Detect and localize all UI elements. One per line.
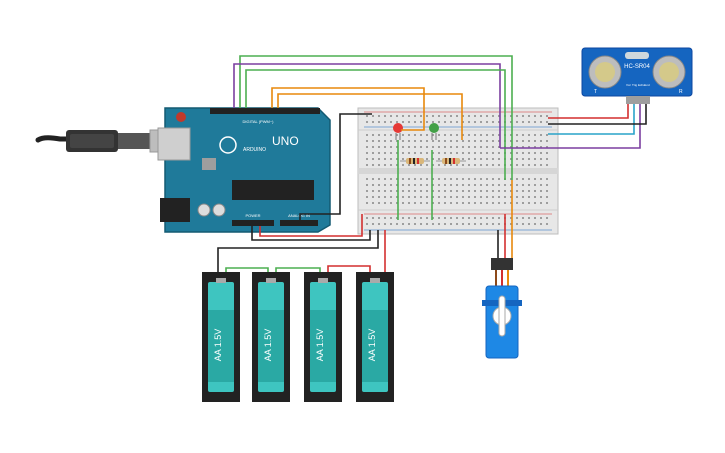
wire-red-5v <box>259 214 363 237</box>
wire-purple-echo <box>500 104 641 149</box>
servo-connector <box>491 258 513 270</box>
resistor-1[interactable] <box>400 158 430 164</box>
servo-motor <box>482 258 522 359</box>
battery-4: AA 1.5V <box>356 272 394 402</box>
sensor-mark-r: R <box>679 89 683 95</box>
reset-button[interactable] <box>176 112 186 122</box>
breadboard <box>357 107 559 235</box>
wire-green-batt-2-3 <box>275 267 321 272</box>
digital-header <box>210 108 320 114</box>
sensor-pin-echo: Echo <box>638 83 645 87</box>
wire-black-battery <box>217 230 379 272</box>
board-brand: UNO <box>272 134 299 148</box>
arduino-logo <box>219 136 237 154</box>
sensor-mark-t: T <box>594 89 597 95</box>
wires <box>217 55 647 272</box>
sensor-model: HC-SR04 <box>624 64 650 70</box>
power-jack <box>160 198 190 222</box>
power-header-label: POWER <box>245 213 260 218</box>
battery-3: AA 1.5V <box>304 272 342 402</box>
analog-header <box>280 220 318 226</box>
battery-2: AA 1.5V <box>252 272 290 402</box>
battery-label: AA 1.5V <box>367 329 377 362</box>
wire-orange-led2 <box>277 93 463 140</box>
green-led[interactable] <box>429 123 439 140</box>
battery-pack: AA 1.5V AA 1.5V AA 1.5V AA 1.5V <box>202 272 394 402</box>
arduino-uno-board: DIGITAL (PWM~) ARDUINO UNO POWER ANALOG … <box>157 107 331 233</box>
red-led[interactable] <box>393 123 403 140</box>
crystal <box>202 158 216 170</box>
wire-red-vcc <box>548 104 629 119</box>
power-header <box>232 220 274 226</box>
battery-label: AA 1.5V <box>263 329 273 362</box>
wire-black-gnd-board <box>299 113 372 226</box>
wire-green-echo <box>239 55 513 180</box>
wire-green-batt-1-2 <box>225 267 269 272</box>
hc-sr04-sensor: HC-SR04 T R Vcc Trig Echo Gnd <box>581 47 693 104</box>
wire-cyan-trig <box>548 104 635 135</box>
wire-black-gnd-2 <box>251 226 371 241</box>
breadboard-holes <box>366 115 548 225</box>
wire-red-batt-3-4 <box>327 265 371 272</box>
usb-jack <box>157 127 191 161</box>
resistor-2[interactable] <box>436 158 466 164</box>
battery-label: AA 1.5V <box>315 329 325 362</box>
atmega-chip <box>232 180 314 200</box>
sensor-pin-vcc: Vcc <box>626 83 632 87</box>
sensor-pin-trig: Trig <box>632 83 637 87</box>
sensor-pin-gnd: Gnd <box>644 83 650 87</box>
analog-header-label: ANALOG IN <box>288 213 310 218</box>
wire-green-servo <box>245 69 506 180</box>
wire-purple-trig <box>233 63 501 148</box>
battery-1: AA 1.5V <box>202 272 240 402</box>
battery-label: AA 1.5V <box>213 329 223 362</box>
arduino-logo-text: ARDUINO <box>243 147 266 153</box>
digital-header-label: DIGITAL (PWM~) <box>243 119 275 124</box>
wire-orange-led1 <box>271 87 425 131</box>
wire-black-gnd-sensor <box>548 104 647 125</box>
